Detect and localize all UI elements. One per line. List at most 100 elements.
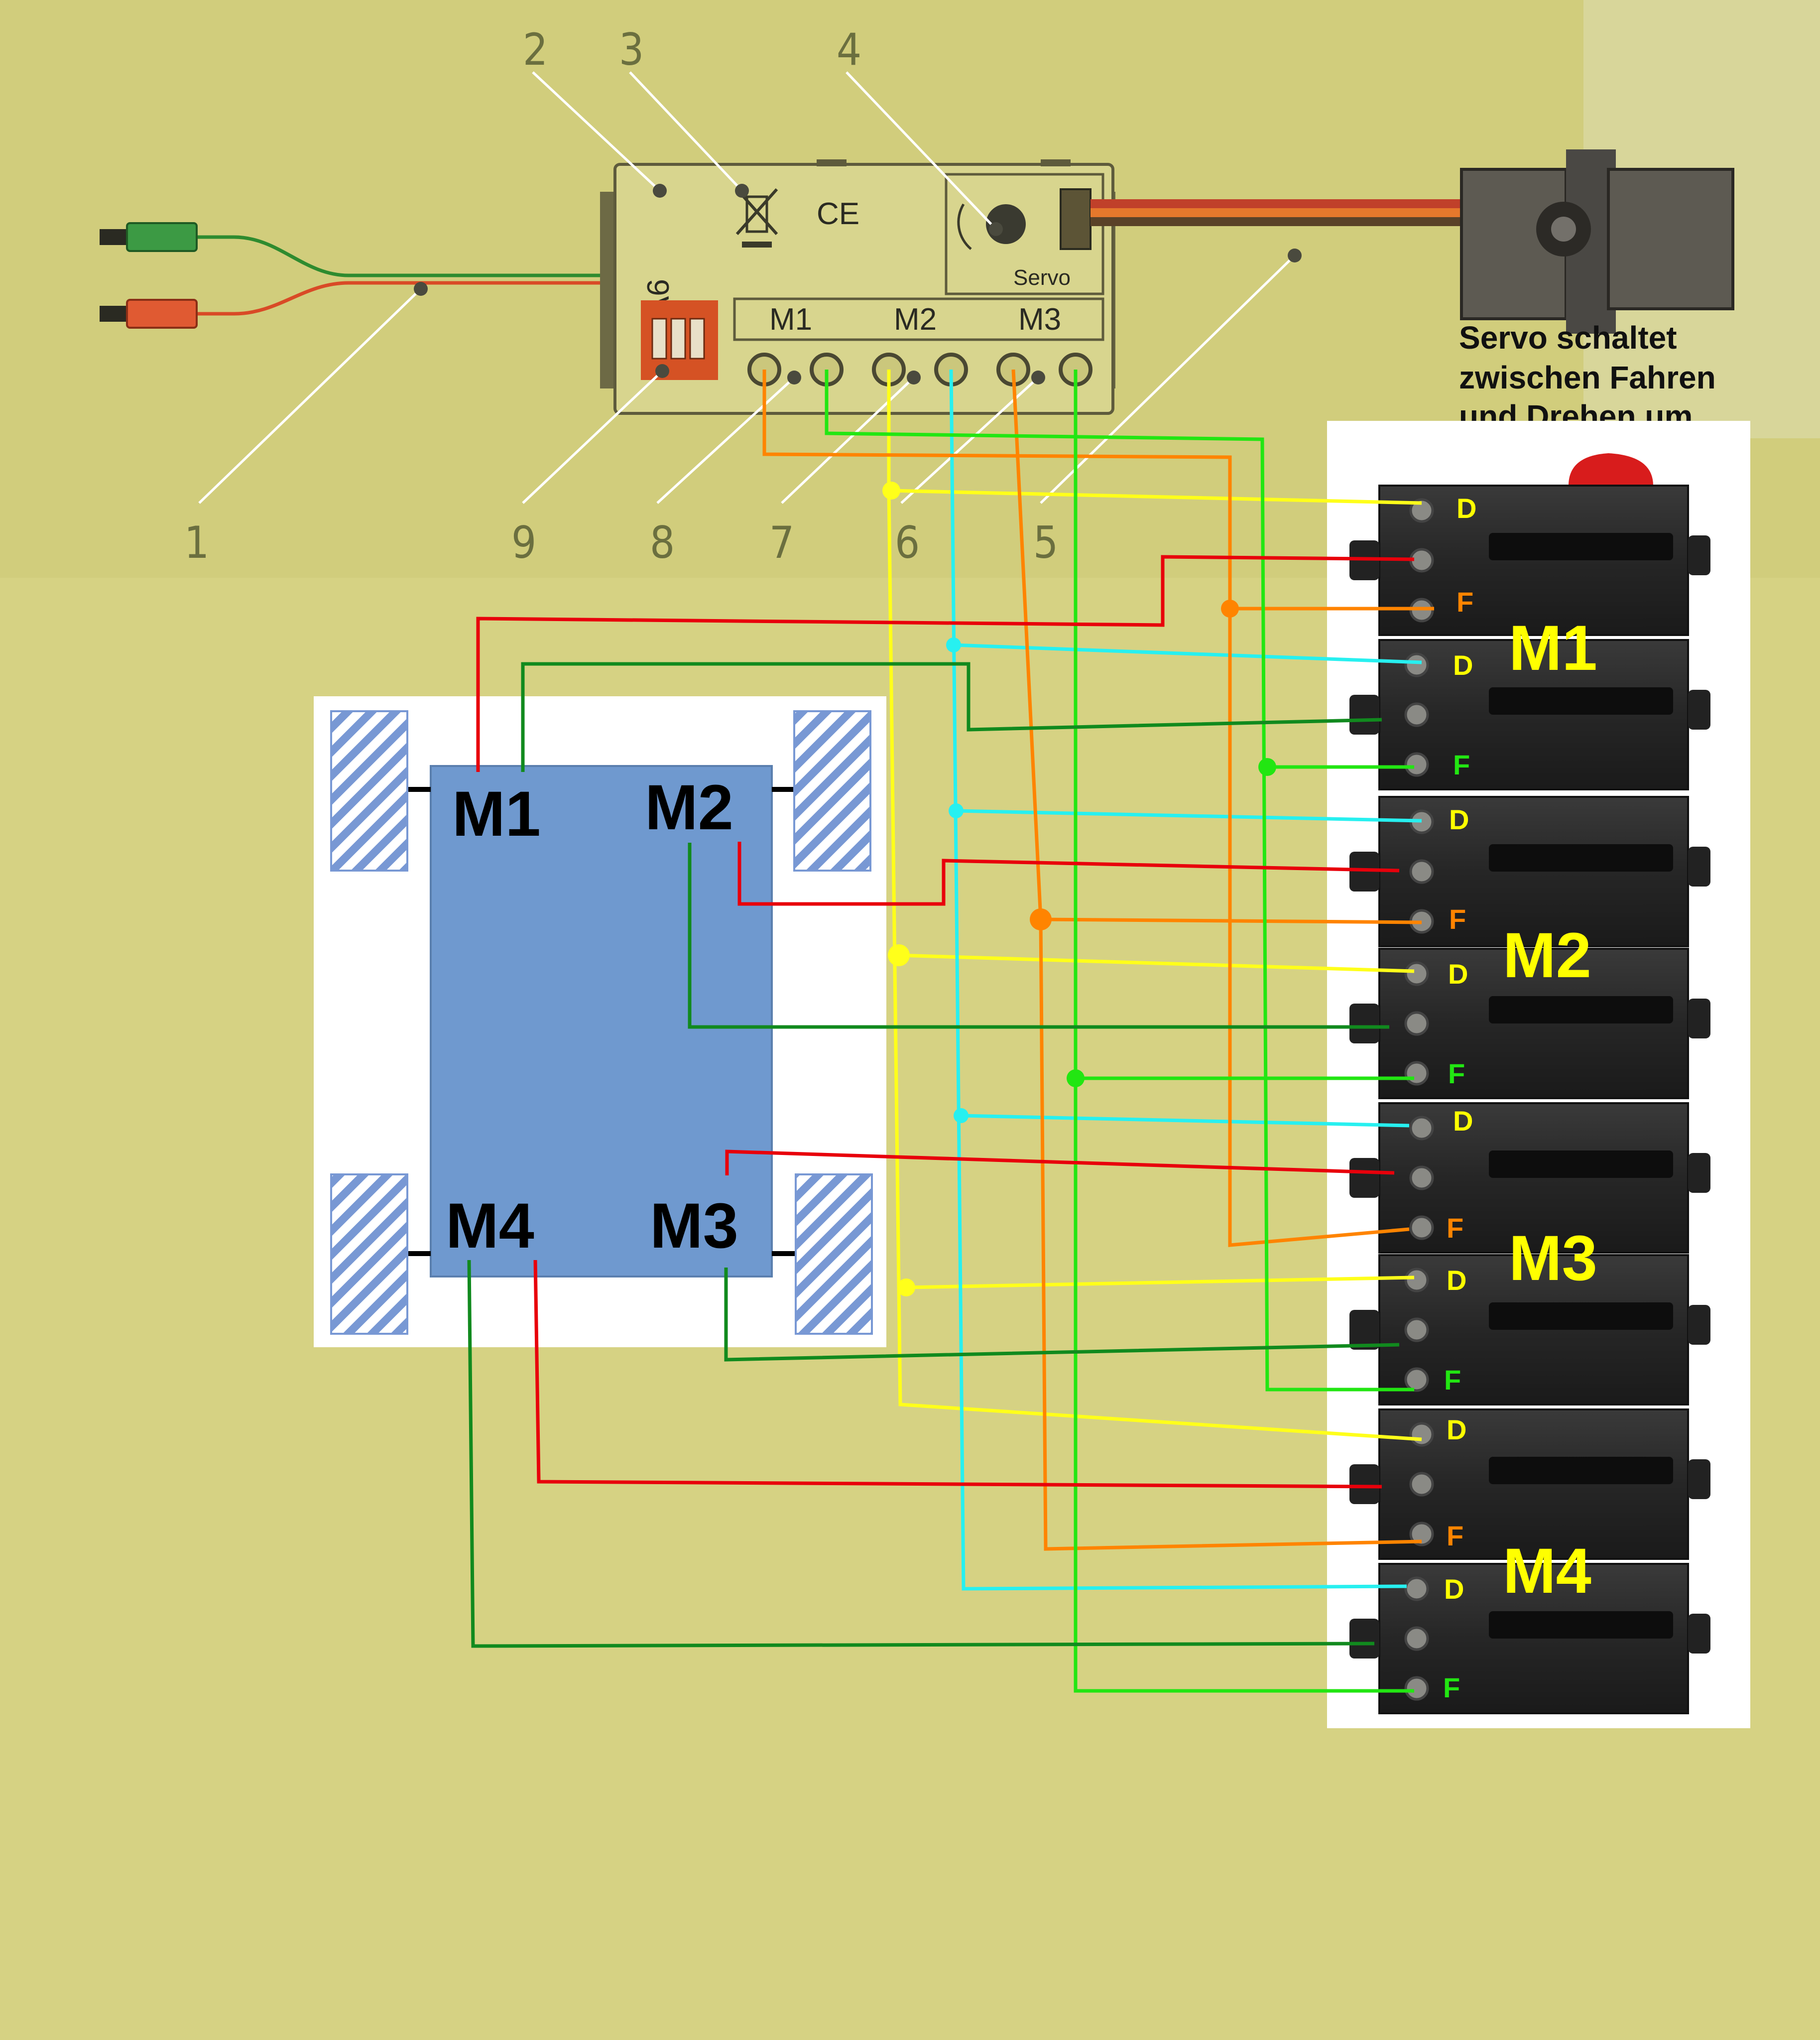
relay-contact: [1404, 1367, 1429, 1392]
wire-yellow-d1: [891, 489, 1422, 505]
relay-contact: [1409, 1116, 1434, 1141]
wire-cyan-bus: [949, 369, 1407, 1591]
wheel-rear-right: [795, 1173, 873, 1335]
wire-green-m4: [467, 1260, 1375, 1648]
relay-contact: [1404, 1576, 1429, 1601]
relay-contact: [1409, 1522, 1434, 1546]
relay-terminal-label: F: [1447, 1212, 1463, 1244]
relay-contact: [1404, 1317, 1429, 1342]
relay-terminal-label: D: [1448, 958, 1468, 990]
relay-terminal-label: F: [1444, 1364, 1461, 1396]
callout-1: 1: [184, 517, 209, 568]
vehicle-motor-m2: M2: [645, 772, 733, 843]
wire-red-m1: [476, 555, 1415, 772]
servo-connector: [1060, 188, 1092, 250]
relay-terminal-label: F: [1447, 1520, 1463, 1551]
relay-terminal-label: F: [1456, 586, 1473, 618]
relay-block: [1349, 1563, 1710, 1714]
callout-6: 6: [895, 517, 920, 568]
rotate-arrow-icon: [957, 203, 972, 250]
vehicle-diagram: M1 M2 M4 M3: [314, 696, 886, 1347]
wire-red-m2: [737, 842, 1400, 906]
relay-stack: M1 M2 M3 M4: [1327, 421, 1750, 1728]
wire-red-m4: [533, 1260, 1382, 1489]
servo-note-line-1: Servo schaltet: [1459, 320, 1677, 356]
relay-terminal-label: D: [1453, 1105, 1473, 1137]
relay-block: [1349, 1408, 1710, 1560]
wire-green-m2: [688, 843, 1389, 1029]
relay-contact: [1404, 961, 1429, 986]
wire-lime-m3: [1074, 370, 1414, 1693]
wheel-front-right: [793, 710, 871, 872]
wire-orange-m3: [1011, 369, 1422, 1551]
callout-3: 3: [619, 24, 644, 75]
relay-title-m4: M4: [1503, 1535, 1591, 1607]
relay-terminal-label: F: [1453, 749, 1470, 780]
relay-contact: [1409, 1215, 1434, 1240]
callout-7: 7: [769, 517, 794, 568]
output-label-m1: M1: [769, 302, 812, 337]
relay-terminal-label: F: [1449, 903, 1466, 935]
vehicle-motor-m4: M4: [446, 1190, 534, 1262]
relay-contact: [1404, 1268, 1429, 1292]
relay-contact: [1404, 652, 1429, 677]
relay-block: [1349, 639, 1710, 790]
relay-contact: [1404, 1061, 1429, 1086]
wires: [467, 369, 1434, 1693]
output-label-m2: M2: [894, 302, 937, 337]
wire-green-m3: [724, 1268, 1400, 1362]
relay-terminal-label: D: [1449, 804, 1469, 835]
relay-block: [1349, 796, 1710, 947]
callout-leaders: [198, 71, 1302, 504]
power-cable: [100, 222, 612, 329]
red-cap-icon: [1569, 453, 1653, 486]
relay-terminal-label: F: [1448, 1058, 1465, 1089]
relay-terminal-label: D: [1453, 649, 1473, 681]
relay-contact: [1404, 1011, 1429, 1036]
relay-contact: [1404, 1676, 1429, 1701]
callout-5: 5: [1033, 517, 1058, 568]
wheel-rear-left: [330, 1173, 408, 1335]
relay-title-m2: M2: [1503, 920, 1591, 991]
wire-cyan-d2: [953, 643, 1422, 664]
wire-green-m1: [521, 662, 1382, 772]
callout-9: 9: [511, 517, 536, 568]
wire-yellow-d3: [898, 953, 1415, 973]
wheel-front-left: [330, 710, 408, 872]
vehicle-body: [430, 765, 773, 1277]
relay-contact: [1404, 702, 1429, 727]
wire-orange-m1: [762, 370, 1410, 1247]
control-module: 9V CE Servo M1 M2 M3: [600, 159, 1115, 415]
relay-block: [1349, 1254, 1710, 1405]
wire-yellow-d5: [906, 1275, 1415, 1289]
vehicle-motor-m1: M1: [452, 778, 541, 850]
relay-block: [1349, 1102, 1710, 1254]
servo-motor-icon: [1460, 149, 1734, 334]
wire-cyan-d4: [961, 1114, 1410, 1128]
wire-orange-f2: [1040, 917, 1422, 924]
green-plug-icon: [126, 222, 198, 252]
relay-contact: [1409, 1472, 1434, 1497]
callout-4: 4: [837, 24, 861, 75]
wire-lime-m1: [825, 370, 1414, 1392]
callout-8: 8: [650, 517, 675, 568]
ce-mark-icon: CE: [817, 197, 859, 231]
relay-contact: [1404, 1626, 1429, 1651]
relay-terminal-label: D: [1456, 493, 1476, 524]
relay-terminal-label: D: [1447, 1265, 1466, 1296]
servo-note-line-2: zwischen Fahren: [1459, 360, 1716, 395]
callout-numbers: 1 2 3 4 5 6 7 8 9: [184, 24, 1058, 568]
red-plug-icon: [126, 299, 198, 329]
vehicle-motor-m3: M3: [650, 1190, 738, 1262]
relay-contact: [1409, 1422, 1434, 1447]
callout-2: 2: [523, 24, 548, 75]
relay-contact: [1409, 1165, 1434, 1190]
relay-terminal-label: D: [1444, 1573, 1464, 1605]
relay-terminal-label: D: [1447, 1414, 1466, 1445]
relay-title-m3: M3: [1509, 1223, 1597, 1294]
relay-terminal-label: F: [1443, 1672, 1460, 1703]
output-label-m3: M3: [1018, 302, 1061, 337]
